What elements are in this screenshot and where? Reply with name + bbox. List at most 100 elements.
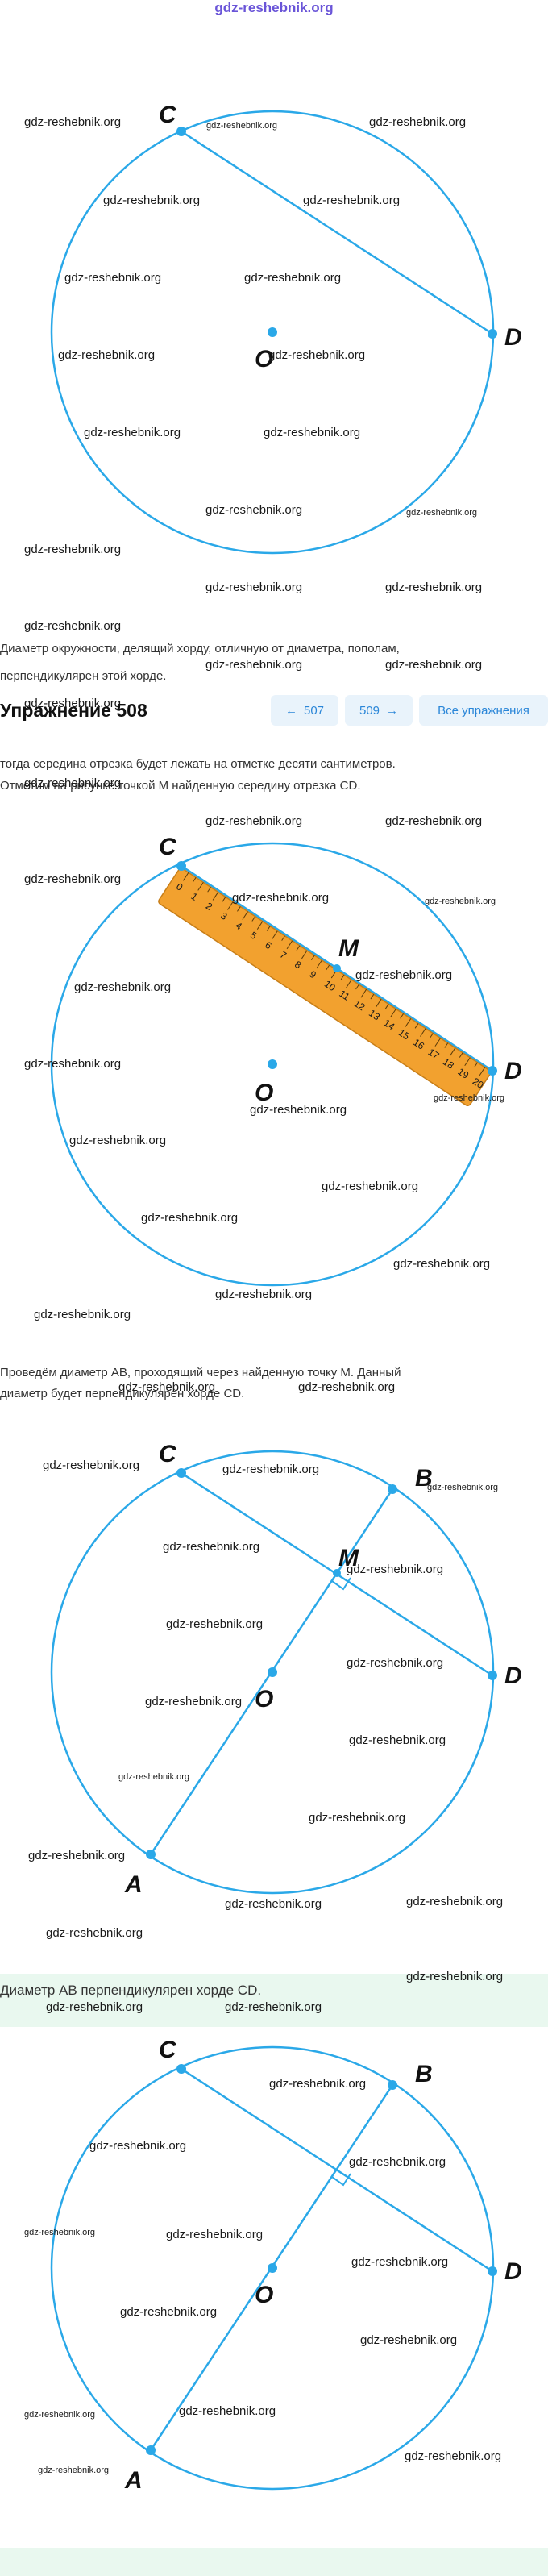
label-o: O [255, 1080, 273, 1106]
watermark: gdz-reshebnik.org [179, 2404, 276, 2418]
diameter-text-line-1: Проведём диаметр AB, проходящий через на… [0, 1366, 401, 1380]
label-b: B [415, 1465, 433, 1492]
watermark: gdz-reshebnik.org [163, 1540, 260, 1554]
watermark: gdz-reshebnik.org [58, 348, 156, 362]
watermark: gdz-reshebnik.org [74, 980, 172, 994]
watermark: gdz-reshebnik.org [360, 2333, 458, 2347]
point-m [333, 1569, 341, 1577]
ruler-tick [405, 1018, 412, 1027]
watermark: gdz-reshebnik.org [206, 814, 303, 828]
ruler-tick [444, 1042, 449, 1048]
next-exercise-button[interactable]: 509 → [345, 695, 413, 726]
point-a [146, 1850, 156, 1859]
point-c [176, 1468, 186, 1478]
ruler-tick [360, 988, 367, 998]
figure-diameter-ab: C B M D O A [50, 1441, 522, 1898]
ruler-tick [272, 930, 278, 940]
watermark: gdz-reshebnik.org [250, 1103, 347, 1117]
ruler-tick [370, 993, 375, 1000]
conclusion-text: Диаметр AB перпендикулярен хорде CD. [0, 1983, 262, 1998]
point-c [176, 861, 186, 871]
label-c: C [159, 834, 177, 860]
watermark: gdz-reshebnik.org [24, 2410, 96, 2420]
point-d [488, 329, 497, 339]
point-c [176, 2064, 186, 2074]
watermark: gdz-reshebnik.org [349, 2155, 446, 2169]
ruler-tick [256, 921, 264, 930]
label-a: A [124, 2467, 143, 2494]
statement-line-1: Диаметр окружности, делящий хорду, отлич… [0, 642, 400, 655]
watermark: gdz-reshebnik.org [385, 814, 483, 828]
label-b: B [415, 2061, 433, 2087]
ruler-tick [182, 872, 189, 881]
watermark: gdz-reshebnik.org [43, 1459, 140, 1472]
ruler-tick [346, 979, 352, 988]
ruler-tick [430, 1033, 434, 1038]
label-c: C [159, 2037, 177, 2063]
diameter-text-line-2: диаметр будет перпендикулярен хорде CD. [0, 1387, 245, 1400]
watermark: gdz-reshebnik.org [24, 872, 122, 886]
watermark: gdz-reshebnik.org [166, 2228, 264, 2241]
watermark: gdz-reshebnik.org [298, 1380, 396, 1394]
all-exercises-button[interactable]: Все упражнения [419, 695, 548, 726]
watermark: gdz-reshebnik.org [222, 1463, 320, 1476]
ruler-tick [464, 1057, 471, 1067]
ruler-tick [266, 926, 271, 931]
center-o [268, 1667, 277, 1677]
watermark: gdz-reshebnik.org [24, 776, 122, 790]
watermark: gdz-reshebnik.org [434, 1093, 505, 1103]
watermark: gdz-reshebnik.org [232, 891, 330, 905]
arrow-left-icon: ← [284, 703, 297, 718]
right-angle-mark [331, 2173, 351, 2187]
watermark: gdz-reshebnik.org [24, 619, 122, 633]
watermark: gdz-reshebnik.org [427, 1483, 499, 1492]
ruler-tick [197, 882, 204, 891]
watermark: gdz-reshebnik.org [166, 1617, 264, 1631]
ruler-tick [420, 1028, 426, 1037]
exercise-navigation: Упражнение 508 ← 507 509 → Все упражнени… [0, 695, 548, 727]
watermark: gdz-reshebnik.org [24, 2228, 96, 2237]
ruler-text-line-2: Отметим на рисунке точкой M найденную се… [0, 779, 361, 793]
ruler-tick [414, 1023, 419, 1029]
ruler-tick [237, 906, 241, 912]
ruler-tick [192, 877, 197, 883]
ruler-tick [242, 911, 248, 920]
watermark: gdz-reshebnik.org [269, 2077, 367, 2091]
ruler-tick [310, 955, 315, 961]
ruler-tick [384, 1004, 389, 1009]
point-b [388, 1484, 397, 1494]
ruler-tick [400, 1013, 404, 1019]
ruler-tick [449, 1047, 456, 1056]
watermark: gdz-reshebnik.org [369, 115, 467, 129]
site-url[interactable]: gdz-reshebnik.org [214, 0, 334, 15]
watermark: gdz-reshebnik.org [206, 658, 303, 672]
ruler-tick [227, 901, 234, 910]
ruler-tick [375, 999, 382, 1008]
watermark: gdz-reshebnik.org [28, 1849, 126, 1862]
watermark: gdz-reshebnik.org [89, 2139, 187, 2153]
watermark: gdz-reshebnik.org [145, 1695, 243, 1708]
ruler-tick [459, 1052, 463, 1058]
point-b [388, 2080, 397, 2090]
watermark: gdz-reshebnik.org [268, 348, 366, 362]
watermark: gdz-reshebnik.org [406, 508, 478, 518]
watermark: gdz-reshebnik.org [349, 1733, 446, 1747]
watermark: gdz-reshebnik.org [225, 2000, 322, 2014]
prev-exercise-button[interactable]: ← 507 [271, 695, 338, 726]
watermark: gdz-reshebnik.org [24, 115, 122, 129]
center-o [268, 327, 277, 337]
label-o: O [255, 346, 273, 372]
ruler-tick [212, 892, 219, 901]
label-c: C [159, 102, 177, 128]
watermark: gdz-reshebnik.org [385, 581, 483, 594]
watermark: gdz-reshebnik.org [225, 1897, 322, 1911]
ruler-tick [479, 1067, 486, 1076]
ruler-tick [316, 959, 322, 969]
watermark: gdz-reshebnik.org [351, 2255, 449, 2269]
label-a: A [124, 1871, 143, 1898]
watermark: gdz-reshebnik.org [393, 1257, 491, 1271]
statement-line-2: перпендикулярен этой хорде. [0, 669, 167, 683]
watermark: gdz-reshebnik.org [24, 1057, 122, 1071]
